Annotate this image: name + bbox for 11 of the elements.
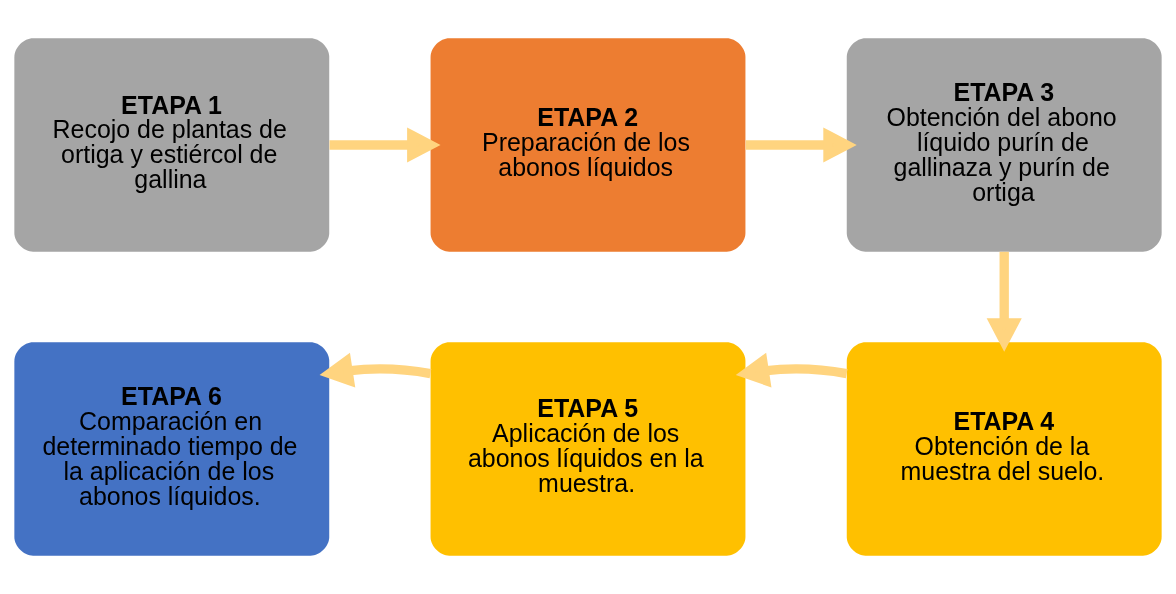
- node-box: ETAPA 4 Obtención de la muestra del suelo.: [846, 342, 1162, 556]
- node-box: ETAPA 1 Recojo de plantas de ortiga y estiércol de gallina: [14, 38, 330, 252]
- arrow: [329, 127, 441, 163]
- node-box: ETAPA 3 Obtención del abono líquido purín de gallinaza y purín de ortiga: [846, 38, 1162, 252]
- node-box: ETAPA 6 Comparación en determinado tiempo de la aplicación de los abonos líquidos.: [14, 342, 330, 556]
- arrow: [319, 352, 432, 388]
- arrow: [745, 127, 857, 163]
- node-box: ETAPA 5 Aplicación de los abonos líquidos en la muestra.: [430, 342, 746, 556]
- node-box: ETAPA 2 Preparación de los abonos líquidos: [430, 38, 746, 252]
- arrow: [735, 352, 848, 388]
- arrow: [986, 251, 1022, 352]
